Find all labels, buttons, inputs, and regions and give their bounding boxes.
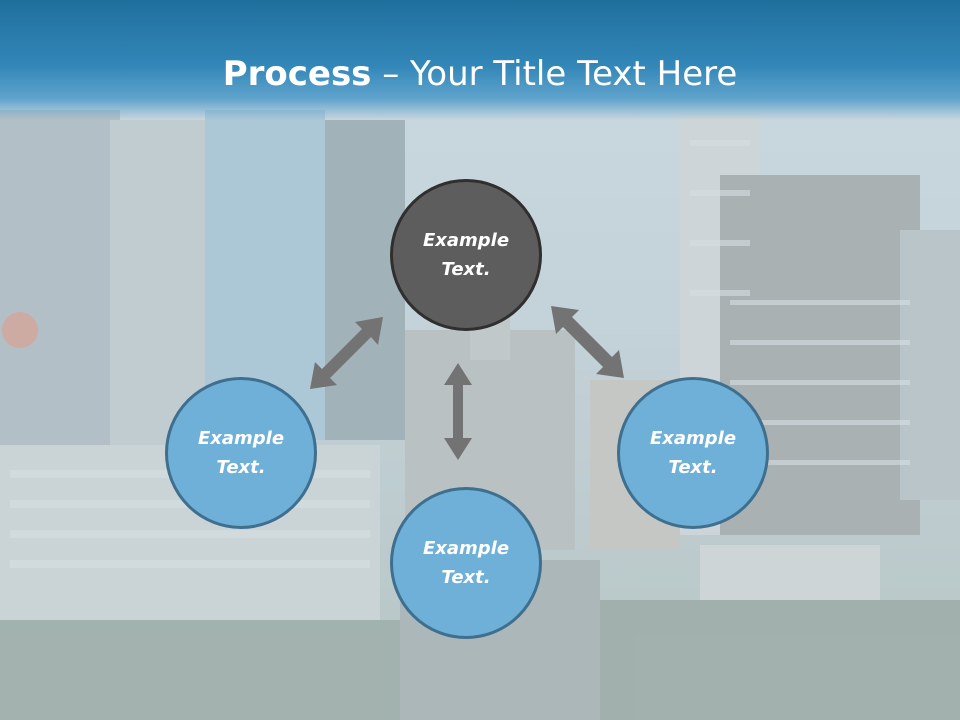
title-band xyxy=(0,0,960,120)
title-bold: Process xyxy=(222,54,372,94)
circle-right-line1: Example xyxy=(649,428,737,449)
circle-left-line1: Example xyxy=(197,428,285,449)
title-rest: – Your Title Text Here xyxy=(371,54,738,94)
circle-top-line2: Text. xyxy=(441,259,491,280)
process-circle-bottom: Example Text. xyxy=(390,487,542,639)
arrow-vertical xyxy=(444,363,472,460)
process-circle-top: Example Text. xyxy=(390,179,542,331)
circle-left-line2: Text. xyxy=(216,457,266,478)
slide-title: Process – Your Title Text Here xyxy=(0,52,960,96)
circle-top-line1: Example xyxy=(422,230,510,251)
process-circle-left: Example Text. xyxy=(165,377,317,529)
circle-right-line2: Text. xyxy=(668,457,718,478)
process-circle-right: Example Text. xyxy=(617,377,769,529)
circle-bottom-line2: Text. xyxy=(441,567,491,588)
arrow-top-right xyxy=(551,306,624,378)
circle-bottom-line1: Example xyxy=(422,538,510,559)
arrow-top-left xyxy=(310,317,383,389)
